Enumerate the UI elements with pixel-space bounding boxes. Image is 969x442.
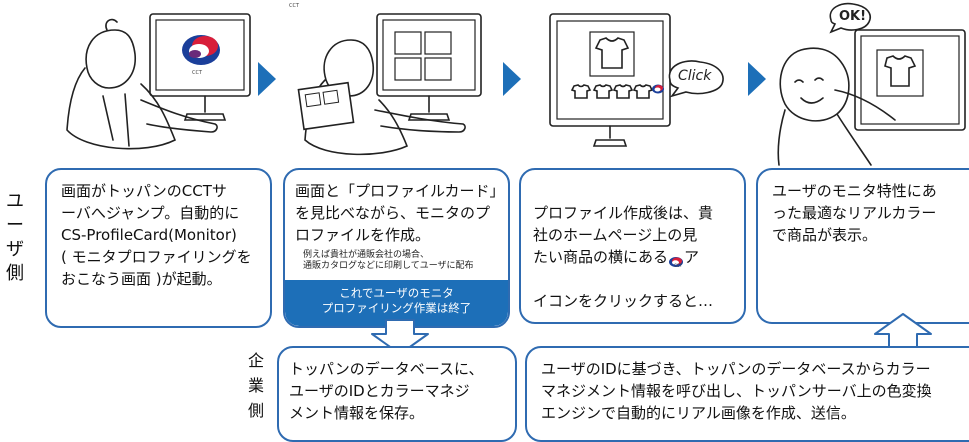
down-arrow-icon (370, 318, 430, 356)
click-text: Click (678, 68, 712, 84)
step-4-box: ユーザのモニタ特性にあ った最適なリアルカラー で商品が表示。 (756, 168, 969, 324)
cct-click-icon (651, 79, 665, 94)
step-arrow-3-icon (748, 62, 766, 96)
scene-4-illustration: OK! (775, 0, 969, 166)
step-4-text: ユーザのモニタ特性にあ った最適なリアルカラー で商品が表示。 (772, 182, 937, 244)
step-2-box: 画面と「プロファイルカード」 を見比べながら、モニタのプ ロファイルを作成。 例… (283, 168, 510, 328)
step-arrow-2-icon (503, 62, 521, 96)
company-save-text: トッパンのデータベースに、 ユーザのIDとカラーマネジ メント情報を保存。 (289, 360, 484, 422)
company-save-box: トッパンのデータベースに、 ユーザのIDとカラーマネジ メント情報を保存。 (277, 346, 517, 442)
cct-inline-icon: CCT (668, 252, 684, 268)
step-2-text: 画面と「プロファイルカード」 を見比べながら、モニタのプ ロファイルを作成。 (295, 182, 505, 244)
step-1-text: 画面がトッパンのCCTサ ーバへジャンプ。自動的に CS-ProfileCard… (61, 182, 252, 288)
top-mark: CCT (289, 3, 300, 9)
scene-2-illustration (295, 0, 495, 165)
scene-3-illustration: Click (540, 0, 740, 165)
step-2-complete-banner: これでユーザのモニタ プロファイリング作業は終了 (285, 280, 508, 326)
ok-text: OK! (839, 9, 867, 24)
logo-text: CCT (192, 70, 203, 76)
company-process-text: ユーザのIDに基づき、トッパンのデータベースからカラー マネジメント情報を呼び出… (541, 360, 932, 422)
step-2-note: 例えば貴社が通販会社の場合、 通販カタログなどに印刷してユーザに配布 (303, 250, 474, 271)
up-arrow-icon (873, 312, 933, 350)
step-1-box: 画面がトッパンのCCTサ ーバへジャンプ。自動的に CS-ProfileCard… (45, 168, 272, 328)
step-arrow-1-icon (258, 62, 276, 96)
company-process-box: ユーザのIDに基づき、トッパンのデータベースからカラー マネジメント情報を呼び出… (525, 346, 969, 442)
cct-logo-icon: CCT (175, 32, 227, 80)
company-side-label: 企 業 側 (247, 351, 264, 420)
user-side-label: ユ ー ザ 側 (6, 191, 24, 284)
scene-1-illustration: CCT (55, 0, 270, 165)
